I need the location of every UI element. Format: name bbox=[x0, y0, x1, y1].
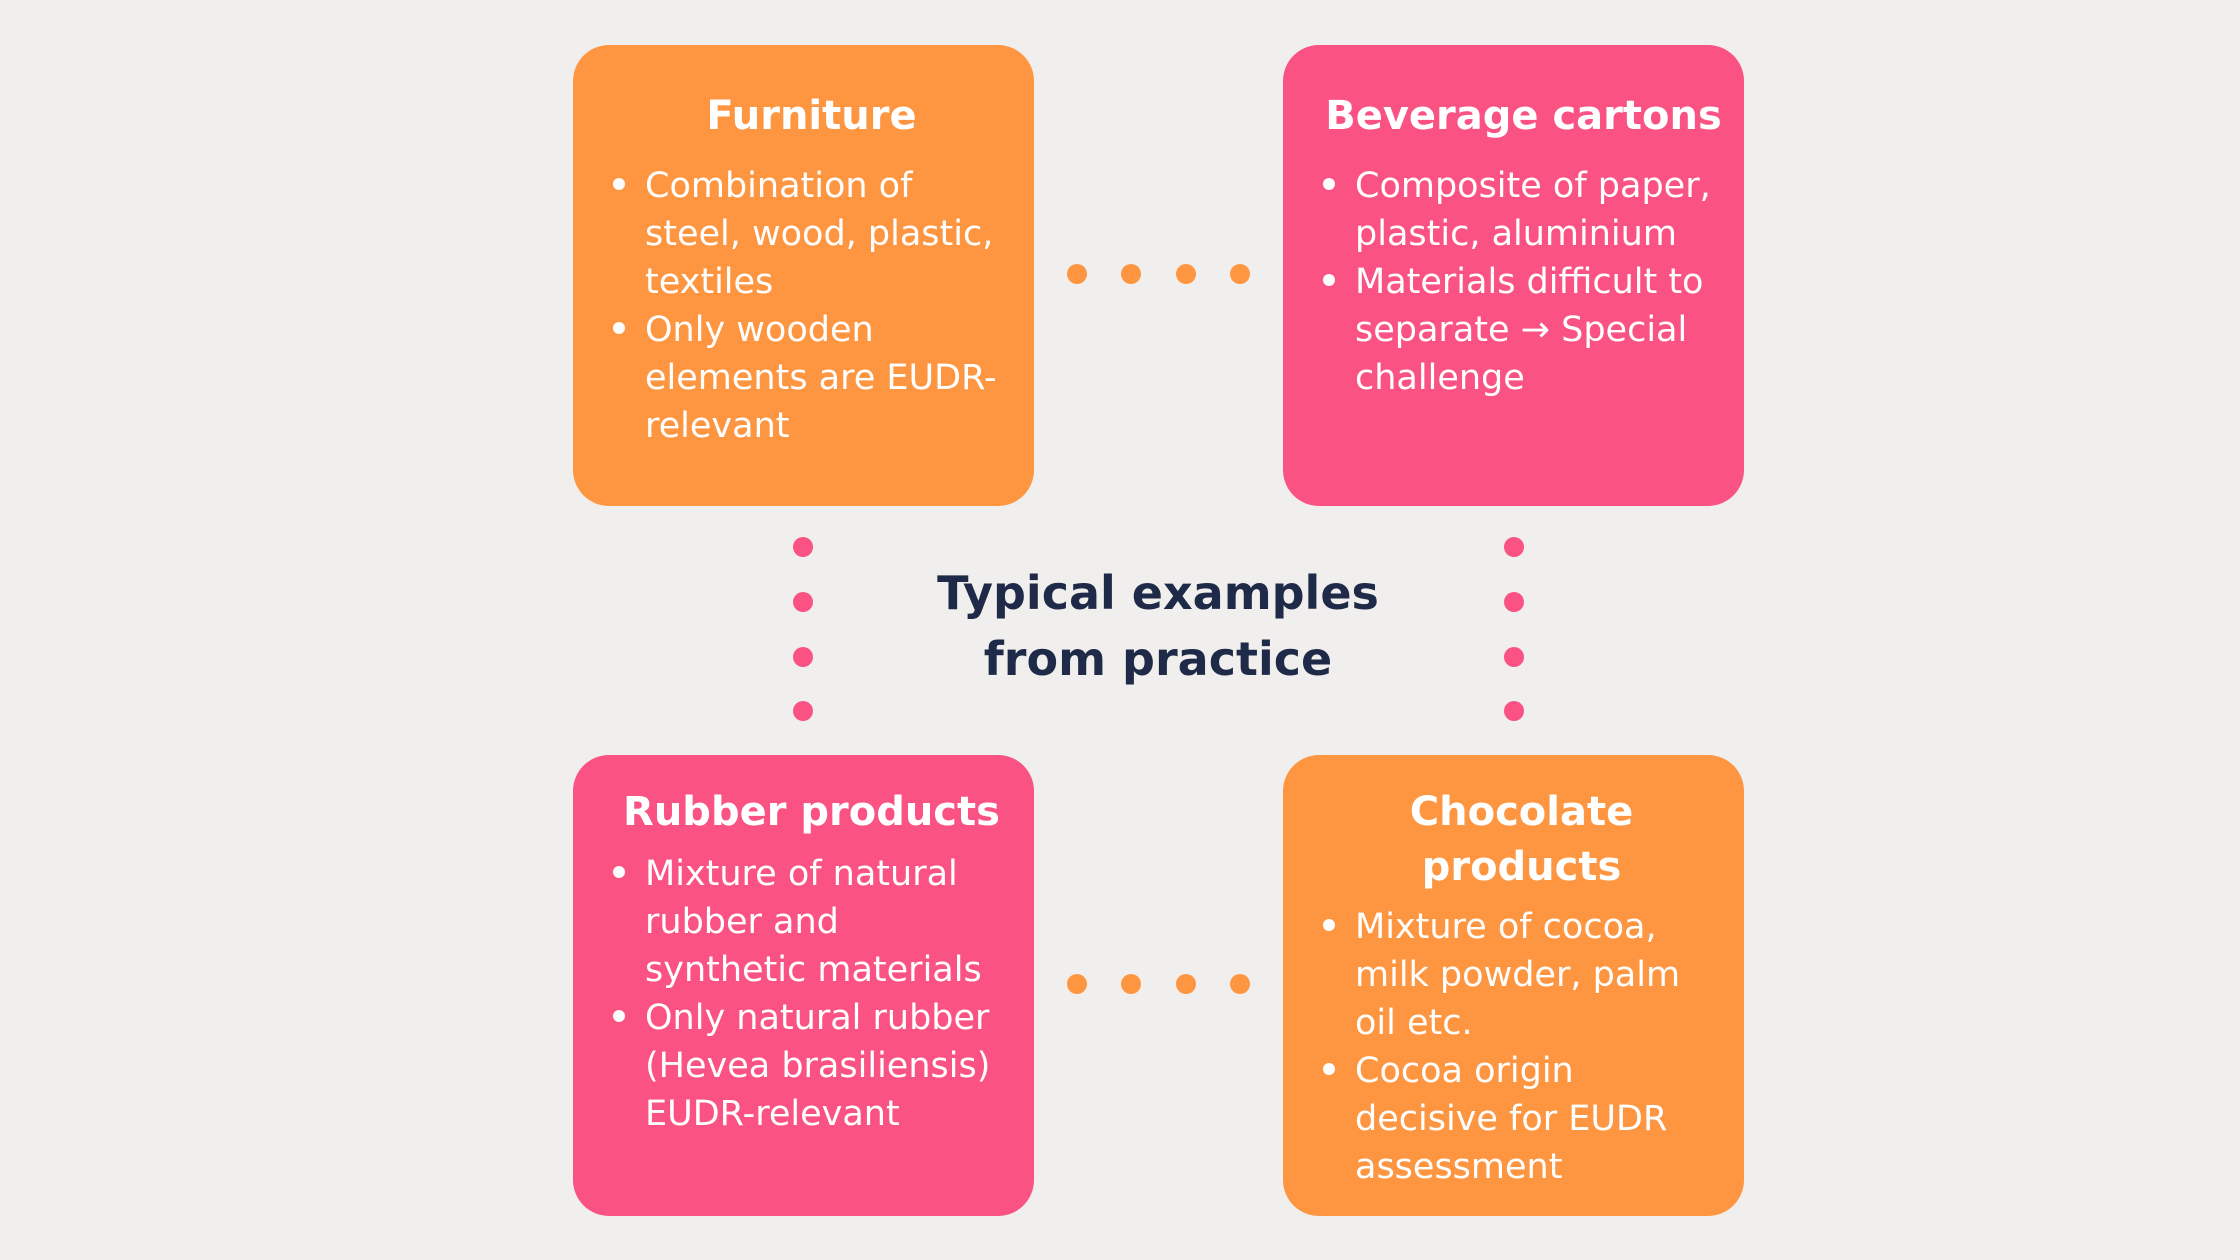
connector-dot bbox=[1504, 647, 1524, 667]
bullet-icon bbox=[613, 322, 625, 334]
connector-dot bbox=[793, 592, 813, 612]
card-title: Chocolate products bbox=[1409, 789, 1634, 890]
bullet-icon bbox=[613, 866, 625, 878]
card-furniture: Furniture Combination of steel, wood, pl… bbox=[573, 45, 1034, 506]
connector-dot bbox=[1067, 264, 1087, 284]
list-item: Only wooden elements are EUDR-relevant bbox=[613, 306, 1010, 450]
connector-dot bbox=[1176, 974, 1196, 994]
bullet-list: Mixture of cocoa, milk powder, palm oil … bbox=[1323, 903, 1720, 1191]
card-title: Rubber products bbox=[623, 789, 1000, 835]
connector-dot bbox=[793, 701, 813, 721]
bullet-list: Mixture of natural rubber and synthetic … bbox=[613, 850, 1010, 1138]
connector-dot bbox=[1504, 701, 1524, 721]
list-item: Combination of steel, wood, plastic, tex… bbox=[613, 162, 1010, 306]
card-rubber-products: Rubber products Mixture of natural rubbe… bbox=[573, 755, 1034, 1216]
bullet-icon bbox=[1323, 919, 1335, 931]
connector-dot bbox=[793, 647, 813, 667]
connector-dot bbox=[1230, 974, 1250, 994]
center-title-line: Typical examples bbox=[937, 566, 1379, 620]
bullet-icon bbox=[613, 1010, 625, 1022]
connector-dot bbox=[1176, 264, 1196, 284]
connector-dot bbox=[1067, 974, 1087, 994]
connector-dot bbox=[1504, 592, 1524, 612]
bullet-icon bbox=[1323, 274, 1335, 286]
connector-dot bbox=[1504, 537, 1524, 557]
card-title: Beverage cartons bbox=[1325, 93, 1722, 139]
center-title: Typical examples from practice bbox=[858, 560, 1458, 692]
list-item: Only natural rubber (Hevea brasiliensis)… bbox=[613, 994, 1010, 1138]
bullet-icon bbox=[1323, 178, 1335, 190]
bullet-list: Combination of steel, wood, plastic, tex… bbox=[613, 162, 1010, 450]
connector-dot bbox=[1230, 264, 1250, 284]
connector-dot bbox=[1121, 974, 1141, 994]
bullet-list: Composite of paper, plastic, aluminium M… bbox=[1323, 162, 1724, 402]
list-item: Mixture of natural rubber and synthetic … bbox=[613, 850, 1010, 994]
card-title: Furniture bbox=[706, 93, 917, 139]
card-beverage-cartons: Beverage cartons Composite of paper, pla… bbox=[1283, 45, 1744, 506]
list-item: Cocoa origin decisive for EUDR assessmen… bbox=[1323, 1047, 1720, 1191]
card-chocolate-products: Chocolate products Mixture of cocoa, mil… bbox=[1283, 755, 1744, 1216]
connector-dot bbox=[1121, 264, 1141, 284]
center-title-line: from practice bbox=[983, 632, 1333, 686]
bullet-icon bbox=[1323, 1063, 1335, 1075]
list-item: Mixture of cocoa, milk powder, palm oil … bbox=[1323, 903, 1720, 1047]
list-item: Materials difficult to separate → Specia… bbox=[1323, 258, 1724, 402]
connector-dot bbox=[793, 537, 813, 557]
list-item: Composite of paper, plastic, aluminium bbox=[1323, 162, 1724, 258]
bullet-icon bbox=[613, 178, 625, 190]
